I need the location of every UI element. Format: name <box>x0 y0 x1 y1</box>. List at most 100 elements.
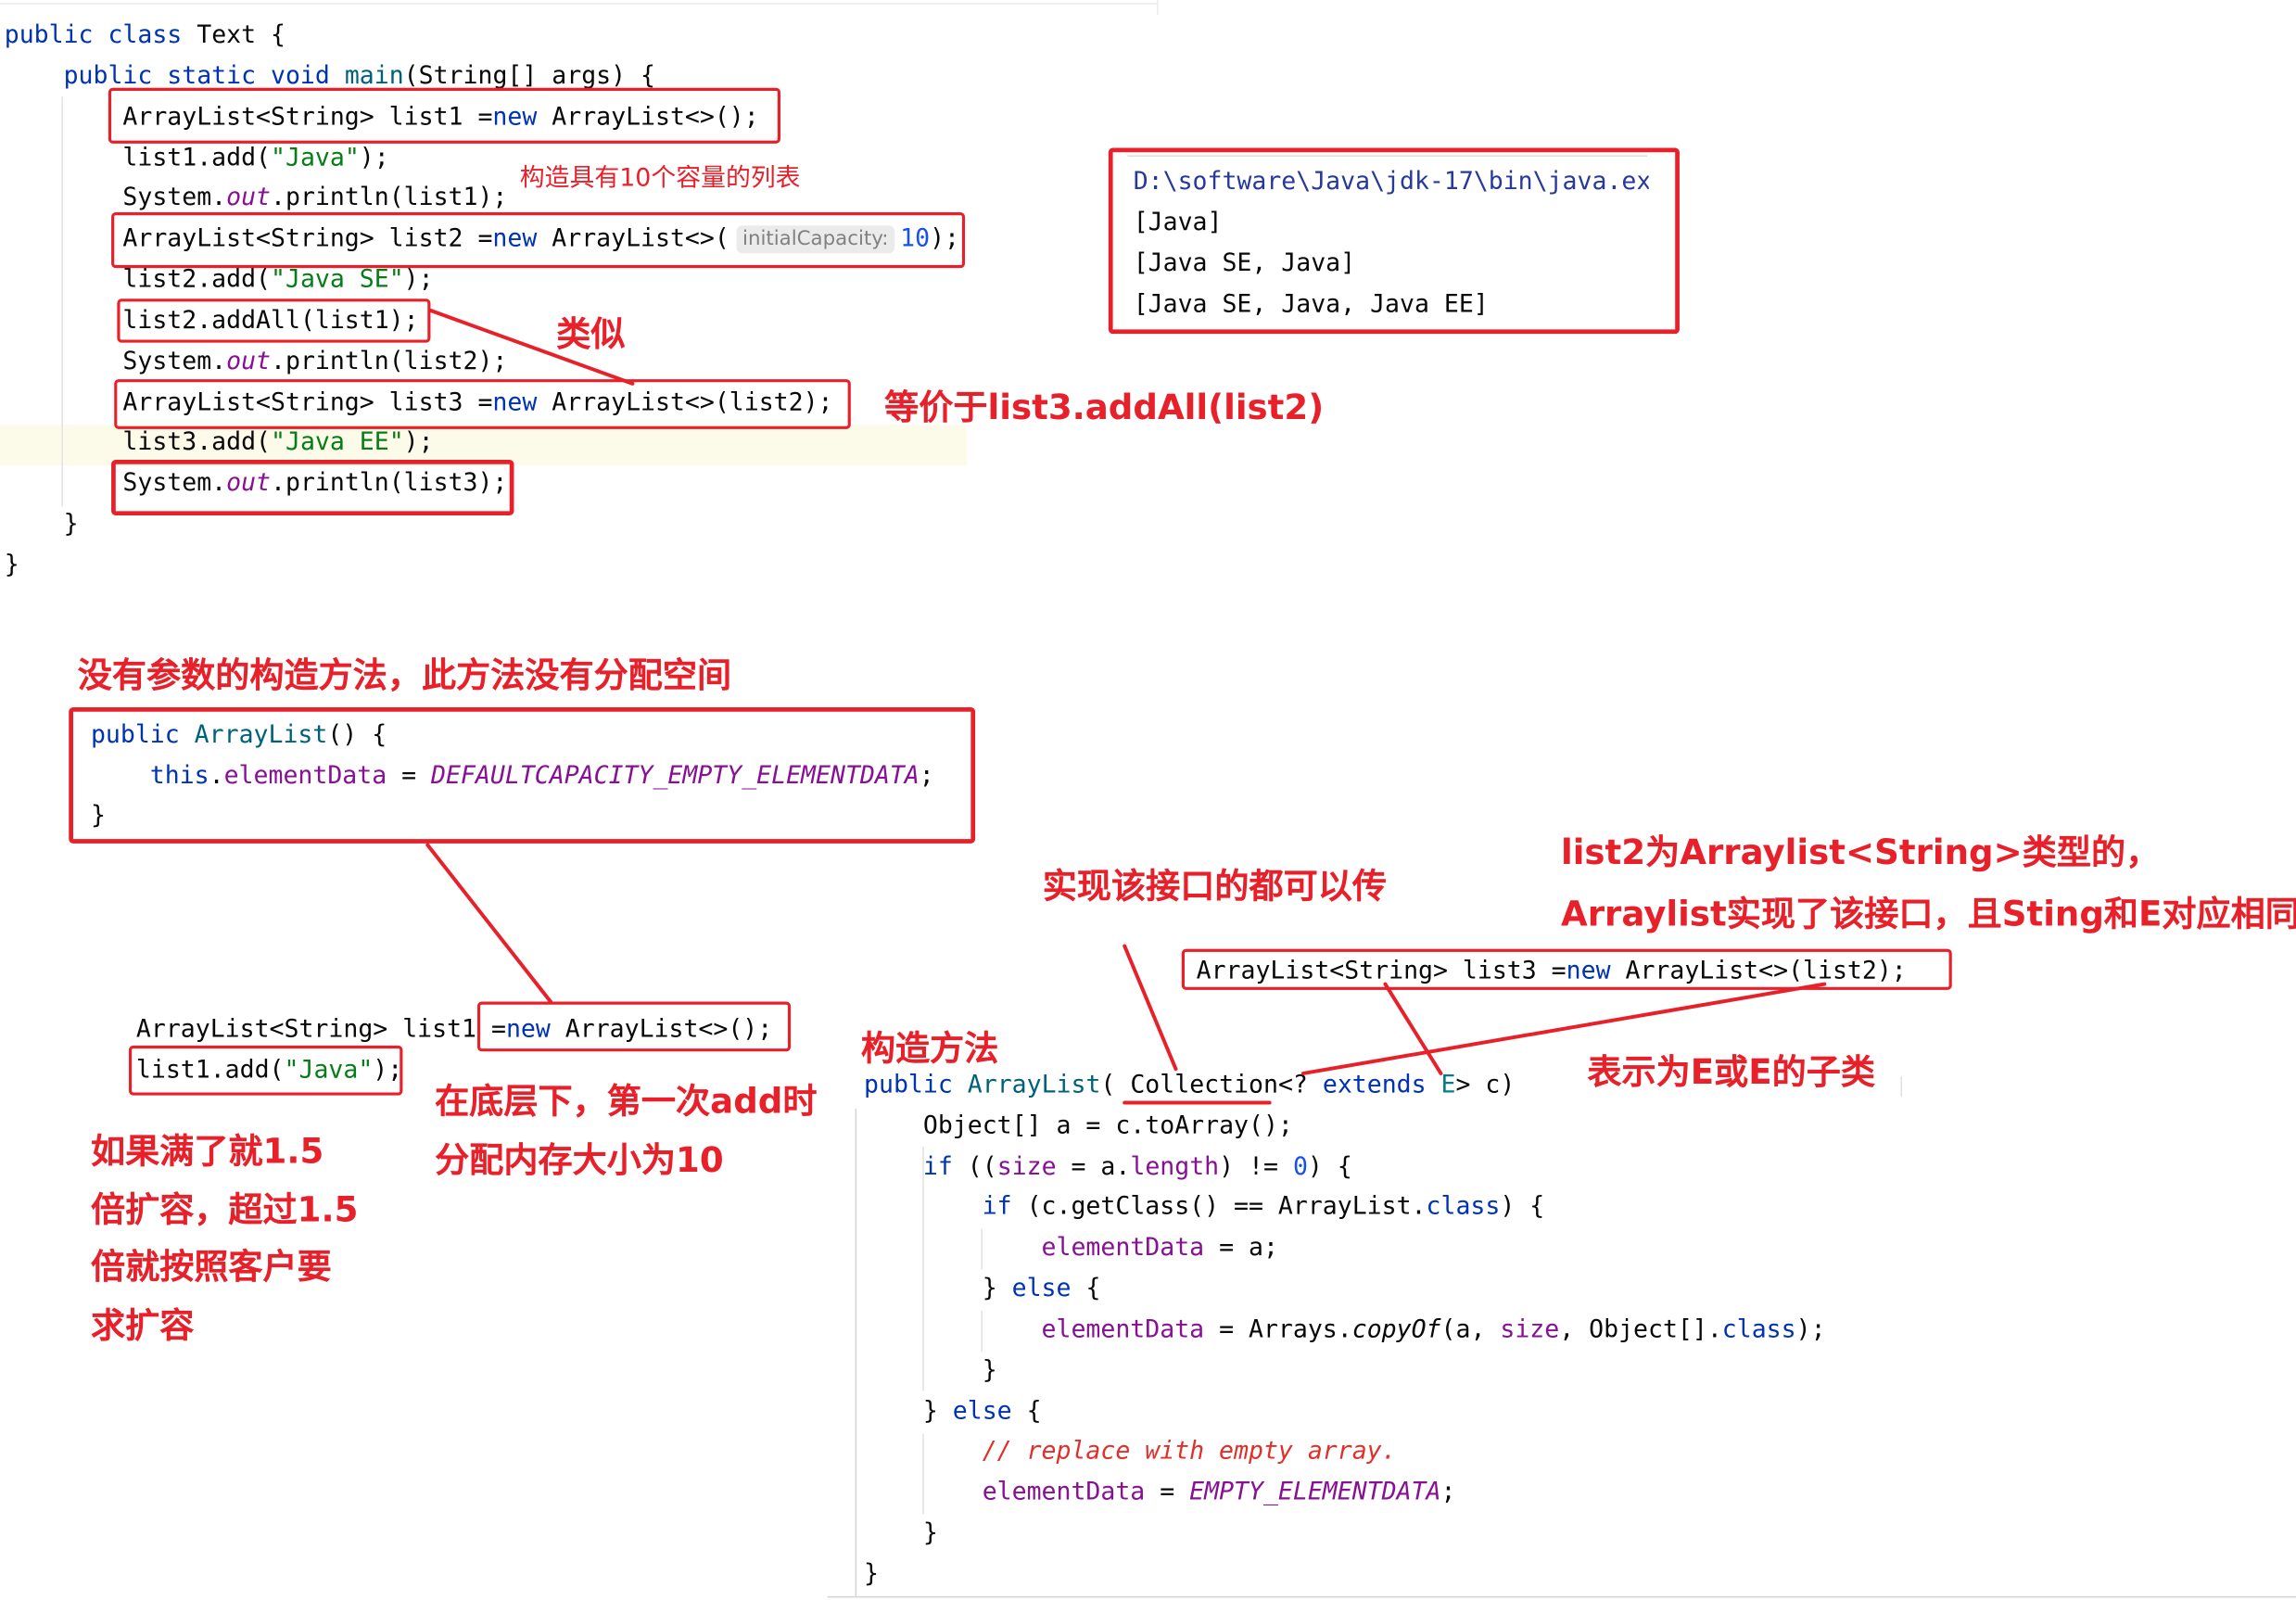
keyword-token: public class <box>4 19 183 49</box>
field-token: out <box>226 345 272 375</box>
code-text: = a; <box>1204 1232 1278 1262</box>
field-token: elementData <box>1041 1232 1205 1262</box>
console-command-line: D:\software\Java\jdk-17\bin\java.ex <box>1133 165 1649 196</box>
code-text: ) { <box>1307 1150 1352 1180</box>
code-line: elementData = a; <box>864 1227 1826 1268</box>
code-text: ArrayList<String> list1 = <box>122 100 493 131</box>
list3-snippet-code[interactable]: ArrayList<String> list3 =new ArrayList<>… <box>1197 949 1907 990</box>
string-literal: "Java EE" <box>271 426 404 456</box>
console-output-panel <box>1108 147 1680 335</box>
number-literal: 0 <box>1292 1150 1308 1180</box>
code-text: (a, <box>1440 1313 1501 1343</box>
list2-declaration-highlight <box>111 212 966 269</box>
code-line: elementData = Arrays.copyOf(a, size, Obj… <box>864 1309 1826 1350</box>
keyword-token: this <box>149 759 209 789</box>
list2-type-note-line: Arraylist实现了该接口，且Sting和E对应相同 <box>1560 893 2296 934</box>
indent-guide <box>981 1310 983 1352</box>
code-text: > c) <box>1455 1069 1516 1098</box>
code-line: if ((size = a.length) != 0) { <box>864 1146 1826 1187</box>
growth-note-line: 求扩容 <box>90 1304 195 1346</box>
first-add-code[interactable]: ArrayList<String> list1 =new ArrayList<>… <box>136 1008 772 1089</box>
code-line: } <box>5 545 959 586</box>
code-text: ArrayList<String> list1 = <box>135 1013 506 1043</box>
code-text: copyOf <box>1351 1313 1441 1343</box>
code-text: System. <box>122 467 227 497</box>
keyword-token: public <box>90 718 195 749</box>
code-line: System.out.println(list2); <box>5 341 959 382</box>
code-line: // replace with empty array. <box>864 1431 1826 1472</box>
growth-note-line: 倍扩容，超过1.5 <box>90 1188 359 1230</box>
code-line: } <box>864 1350 1826 1390</box>
collection-constructor-editor[interactable]: public ArrayList( Collection<? extends E… <box>864 1064 1826 1594</box>
code-line: list2.add("Java SE"); <box>5 260 959 300</box>
list2-type-note: list2为Arraylist<String>类型的， Arraylist实现了… <box>1561 821 2296 945</box>
field-token: elementData <box>982 1476 1146 1506</box>
code-text: .println(list1); <box>271 182 508 212</box>
code-text: Text { <box>182 19 286 49</box>
code-line: } else { <box>864 1268 1826 1309</box>
keyword-token: class <box>1426 1191 1501 1221</box>
string-literal: "Java" <box>284 1054 374 1084</box>
field-token: elementData <box>223 759 387 789</box>
list1-declaration-highlight <box>108 87 780 144</box>
code-text: } <box>864 1557 880 1588</box>
keyword-token: extends <box>1322 1069 1441 1098</box>
code-text: ArrayList<String> list3 = <box>122 386 493 415</box>
print-list3-highlight <box>111 460 514 516</box>
code-text: . <box>209 759 224 789</box>
interface-pointer-line <box>1123 944 1178 1072</box>
code-text: Object[] a = c.toArray(); <box>922 1110 1293 1139</box>
code-line: public static void main(String[] args) { <box>5 56 959 96</box>
code-text: } <box>982 1353 997 1384</box>
keyword-token: else <box>952 1394 1012 1425</box>
keyword-token: else <box>1011 1272 1072 1302</box>
code-text: ); <box>359 141 389 171</box>
growth-note-line: 倍就按照客户要 <box>90 1246 332 1289</box>
caret-mark <box>1900 1076 1903 1098</box>
editor-bottom-border <box>827 1595 2296 1598</box>
console-output-line: [Java SE, Java, Java EE] <box>1133 288 1489 318</box>
keyword-token: if <box>982 1191 1012 1221</box>
code-line: public ArrayList( Collection<? extends E… <box>864 1064 1826 1105</box>
similar-note: 类似 <box>556 313 626 355</box>
code-line: if (c.getClass() == ArrayList.class) { <box>864 1187 1826 1227</box>
code-text: System. <box>122 182 227 212</box>
equivalent-note: 等价于list3.addAll(list2) <box>884 387 1325 428</box>
code-line: } <box>5 504 959 545</box>
method-name: main <box>344 59 404 90</box>
code-comment: // replace with empty array. <box>982 1435 1397 1466</box>
capacity-note: 构造具有10个容量的列表 <box>519 163 801 194</box>
code-line: this.elementData = DEFAULTCAPACITY_EMPTY… <box>91 755 934 795</box>
console-output-line: [Java SE, Java] <box>1133 247 1356 277</box>
code-text: ; <box>1440 1476 1456 1506</box>
code-line: Object[] a = c.toArray(); <box>864 1105 1826 1146</box>
indent-guide <box>922 1433 924 1515</box>
code-text: { <box>1011 1394 1042 1425</box>
string-to-e-pointer-line <box>1383 982 1443 1075</box>
code-text: = Arrays. <box>1204 1313 1352 1343</box>
inlay-hint: initialCapacity: <box>736 225 894 254</box>
interface-note: 实现该接口的都可以传 <box>1042 865 1387 907</box>
method-name: ArrayList <box>967 1069 1101 1098</box>
code-text: ); <box>403 263 434 294</box>
code-text: list1.add( <box>135 1054 285 1084</box>
code-text: } <box>982 1272 1012 1302</box>
panel-top-border <box>0 3 1157 5</box>
main-method-editor[interactable]: public class Text {public static void ma… <box>5 15 959 586</box>
code-line: elementData = EMPTY_ELEMENTDATA; <box>864 1472 1826 1513</box>
code-line: public class Text { <box>5 15 959 56</box>
field-token: length <box>1130 1150 1220 1180</box>
code-text: System. <box>122 345 227 375</box>
new-arraylist-highlight <box>476 1001 792 1052</box>
code-text: ArrayList<>(list2); <box>1610 954 1907 984</box>
editor-left-border <box>855 1108 857 1596</box>
no-arg-constructor-code[interactable]: public ArrayList() {this.elementData = D… <box>91 715 934 836</box>
code-text: ArrayList<>(); <box>537 100 759 131</box>
panel-divider <box>1156 0 1159 15</box>
code-text: ArrayList<>(); <box>550 1013 773 1043</box>
no-arg-to-new-pointer-line <box>425 843 552 1004</box>
code-line: ArrayList<String> list2 =new ArrayList<>… <box>5 219 959 260</box>
keyword-token: new <box>492 100 538 131</box>
code-text: ); <box>1795 1313 1826 1343</box>
number-literal: 10 <box>900 222 931 253</box>
